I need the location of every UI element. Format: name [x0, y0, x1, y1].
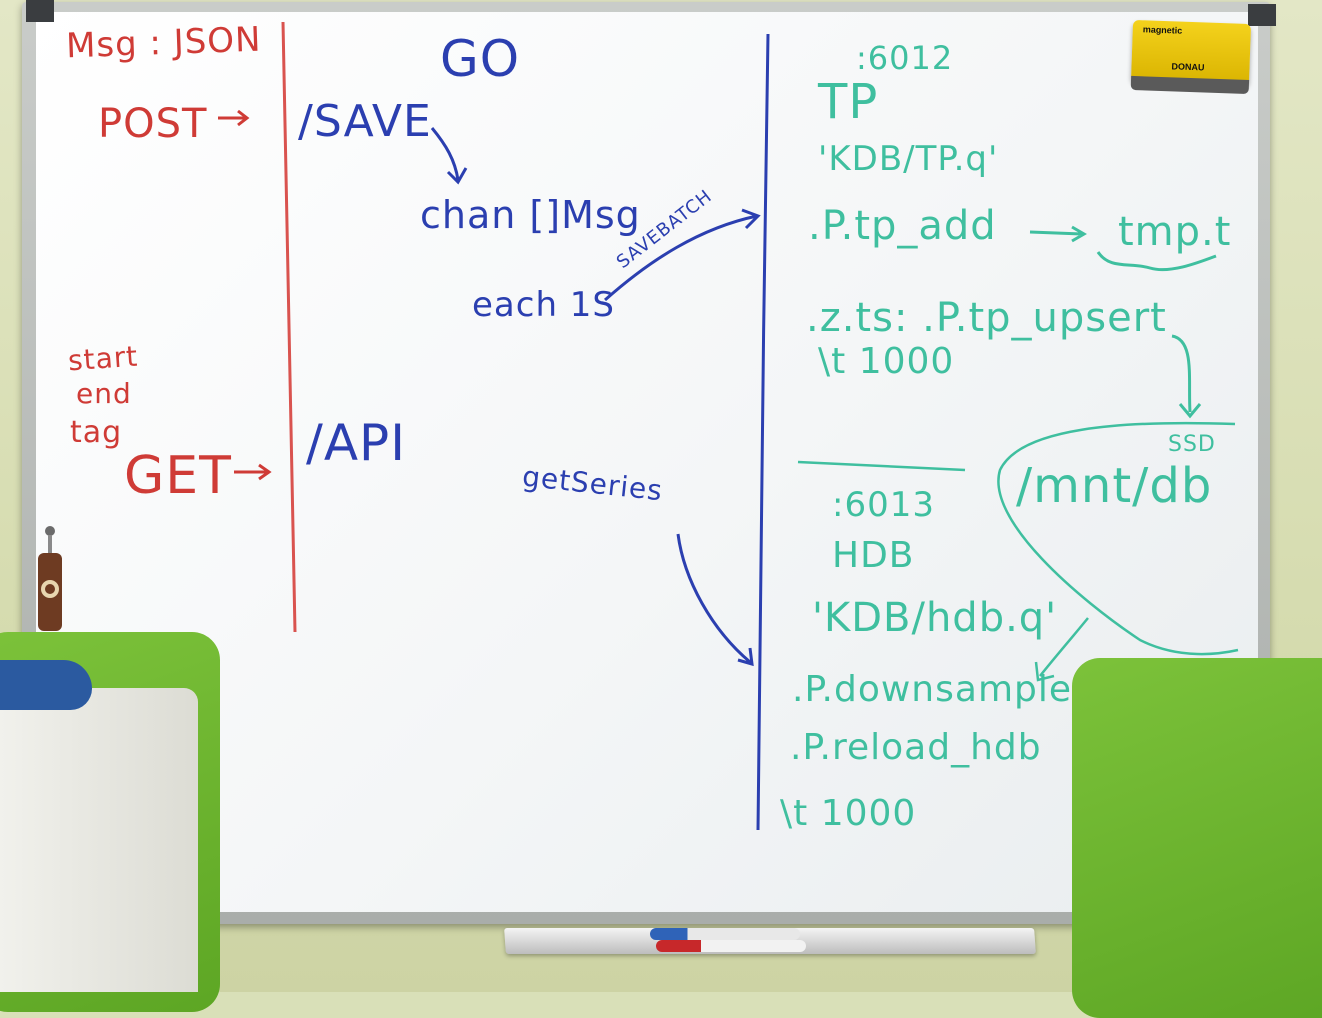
water-cooler	[0, 688, 198, 992]
ssd-shape	[997, 421, 1239, 656]
whiteboard-eraser: magnetic DONAU	[1130, 19, 1252, 95]
zts-timer-handler: .z.ts: .P.tp_upsert	[806, 295, 1167, 341]
ssd-label: SSD	[1168, 432, 1216, 457]
interval-label: each 1S	[472, 285, 616, 325]
eraser-maker-label: DONAU	[1171, 61, 1205, 73]
get-method-label: GET	[124, 446, 232, 506]
red-divider-line	[281, 21, 297, 633]
db-path: /mnt/db	[1016, 458, 1213, 514]
tp-timer: \t 1000	[818, 341, 955, 382]
tmp-underline	[1096, 251, 1217, 272]
blue-marker	[650, 928, 800, 940]
tp-port: :6012	[856, 39, 954, 77]
tp-name: TP	[818, 74, 879, 130]
api-route: /API	[306, 414, 406, 472]
frame-corner-top-right	[1248, 4, 1276, 26]
whiteboard	[36, 12, 1258, 912]
tmp-table: tmp.t	[1118, 209, 1232, 255]
hdb-port: :6013	[832, 485, 935, 525]
water-cooler-bottle	[0, 660, 92, 710]
save-route: /SAVE	[298, 96, 432, 147]
param-end: end	[76, 377, 132, 410]
marker-strokes	[218, 21, 1239, 831]
hdb-file: 'KDB/hdb.q'	[812, 595, 1058, 641]
get-arrow	[234, 463, 272, 481]
eraser-brand-label: magnetic	[1142, 24, 1183, 36]
save-to-chan-arrow	[430, 127, 468, 185]
post-method-label: POST	[98, 101, 208, 147]
hdb-timer: \t 1000	[780, 793, 917, 834]
post-arrow	[218, 109, 250, 127]
channel-label: chan []Msg	[420, 193, 641, 237]
tp-add-function: .P.tp_add	[808, 203, 997, 249]
savebatch-arrow	[604, 208, 761, 302]
param-tag: tag	[70, 415, 123, 450]
tp-add-arrow	[1029, 225, 1087, 243]
divider-tp-hdb	[797, 460, 966, 472]
param-start: start	[66, 339, 140, 378]
red-marker	[656, 940, 806, 952]
getseries-arrow	[676, 533, 754, 667]
go-title: GO	[440, 30, 521, 88]
upsert-arrow	[1171, 334, 1202, 419]
frame-corner-top-left	[26, 0, 54, 22]
tp-file: 'KDB/TP.q'	[818, 139, 999, 179]
blue-divider-line	[756, 33, 770, 831]
keychain-ornament	[38, 526, 62, 631]
downsample-function: .P.downsample	[792, 669, 1073, 710]
msg-json-label: Msg : JSON	[65, 19, 263, 67]
right-green-chair	[1072, 658, 1322, 1018]
db-to-downsample-arrow	[1034, 617, 1089, 682]
reload-hdb-function: .P.reload_hdb	[790, 727, 1042, 768]
hdb-name: HDB	[832, 535, 915, 576]
